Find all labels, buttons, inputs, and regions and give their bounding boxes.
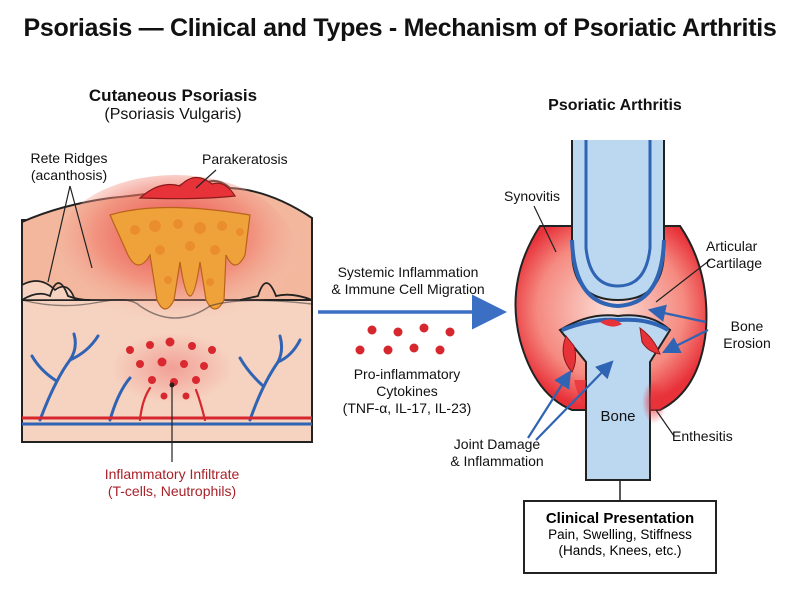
enthesitis-label: Enthesitis (672, 428, 733, 444)
skin-heading: Cutaneous Psoriasis (88, 86, 258, 105)
bone-erosion-label-line1: Bone (730, 318, 764, 334)
joint-damage-label-line2: & Inflammation (450, 453, 544, 469)
rete-ridges-label-line2: (acanthosis) (30, 167, 108, 183)
skin-cross-section (21, 169, 313, 462)
clinical-presentation-title: Clinical Presentation (545, 510, 695, 527)
bone-erosion-label: Bone Erosion (712, 318, 782, 352)
articular-cartilage-label-line2: Cartilage (706, 255, 763, 271)
systemic-arrow-label: Systemic Inflammation & Immune Cell Migr… (318, 264, 498, 298)
cytokines-label-line3: (TNF-α, IL-17, IL-23) (342, 400, 472, 416)
bone-erosion-label-line2: Erosion (723, 335, 771, 351)
page-title: Psoriasis — Clinical and Types - Mechani… (23, 14, 777, 42)
joint-damage-label-line1: Joint Damage (453, 436, 541, 452)
infiltrate-label-line1: Inflammatory Infiltrate (104, 466, 240, 482)
cytokines-label-line2: Cytokines (376, 383, 438, 399)
infiltrate-label: Inflammatory Infiltrate (T-cells, Neutro… (72, 466, 272, 500)
synovitis-label: Synovitis (503, 188, 561, 204)
articular-cartilage-label-line1: Articular (706, 238, 758, 254)
bone-label: Bone (600, 408, 636, 425)
clinical-presentation-box: Clinical Presentation Pain, Swelling, St… (523, 500, 717, 574)
rete-ridges-label-line1: Rete Ridges (30, 150, 108, 166)
joint-damage-label: Joint Damage & Inflammation (432, 436, 562, 470)
articular-cartilage-label: Articular Cartilage (706, 238, 786, 272)
dermal-vessels (30, 332, 302, 422)
skin-subheading: (Psoriasis Vulgaris) (104, 106, 242, 123)
joint-heading: Psoriatic Arthritis (548, 97, 682, 114)
clinical-presentation-line1: Pain, Swelling, Stiffness (548, 527, 692, 542)
clinical-presentation-line2: (Hands, Knees, etc.) (558, 543, 682, 558)
cytokines-label: Pro-inflammatory Cytokines (TNF-α, IL-17… (322, 366, 492, 417)
systemic-arrow-label-line2: & Immune Cell Migration (331, 281, 485, 297)
rete-ridges-label: Rete Ridges (acanthosis) (14, 150, 124, 184)
systemic-arrow-label-line1: Systemic Inflammation (337, 264, 479, 280)
cytokine-dots (355, 323, 455, 355)
parakeratosis-label: Parakeratosis (202, 151, 288, 167)
cytokines-label-line1: Pro-inflammatory (353, 366, 461, 382)
infiltrate-label-line2: (T-cells, Neutrophils) (107, 483, 237, 499)
joint-illustration (514, 140, 711, 500)
